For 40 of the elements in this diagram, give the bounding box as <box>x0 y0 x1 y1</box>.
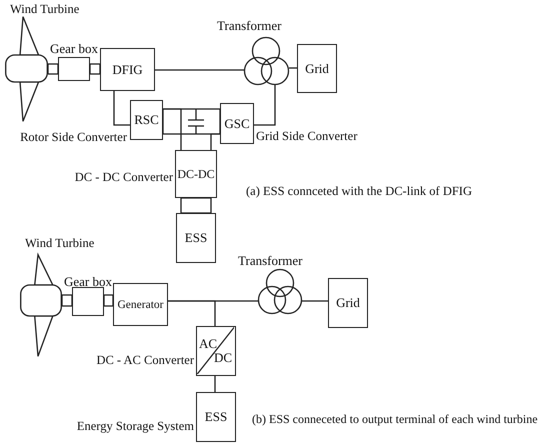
component-caption: Energy Storage System <box>76 420 194 434</box>
connector-line <box>155 69 244 71</box>
component-caption: Rotor Side Converter <box>20 131 127 145</box>
component-box: Grid <box>328 278 368 328</box>
converter-box <box>196 326 236 376</box>
connector-line <box>180 197 212 214</box>
component-caption: Grid Side Converter <box>256 130 358 144</box>
component-caption: DC - DC Converter <box>74 171 173 185</box>
component-caption: Wind Turbine <box>25 237 94 251</box>
component-label: Gear box <box>64 275 112 290</box>
figure-caption: (a) ESS connceted with the DC-link of DFIG <box>246 185 472 199</box>
component-box: ESS <box>176 213 216 263</box>
connector-line <box>289 67 297 69</box>
figure-caption: (b) ESS conneceted to output terminal of each wind turbine <box>252 413 538 426</box>
connector-line <box>210 133 220 150</box>
component-box: Generator <box>113 283 168 326</box>
connector-line <box>89 63 101 75</box>
connector-line <box>113 91 130 126</box>
connector-line <box>61 294 73 307</box>
connector-line <box>254 85 276 126</box>
component-label: Transformer <box>238 254 303 268</box>
box-label: AC <box>199 337 218 350</box>
connector-line <box>47 63 59 75</box>
component-box: GSC <box>220 103 254 144</box>
component-caption: DC - AC Converter <box>96 354 194 368</box>
component-box: Grid <box>297 44 337 93</box>
connector-line <box>168 300 216 326</box>
connector-line <box>162 108 221 135</box>
component-box: DFIG <box>100 48 155 91</box>
connector-line <box>103 294 114 307</box>
connector-line <box>163 108 182 150</box>
component-label: Gear box <box>50 42 98 56</box>
connector-line <box>302 300 328 302</box>
box-label: DC <box>214 351 232 364</box>
connector-line <box>214 376 216 392</box>
component-box: ESS <box>196 392 236 442</box>
component-box: RSC <box>130 100 163 140</box>
component-box: DC-DC <box>175 150 217 198</box>
component-caption: Wind Turbine <box>10 3 80 17</box>
component-label: Transformer <box>217 19 282 34</box>
